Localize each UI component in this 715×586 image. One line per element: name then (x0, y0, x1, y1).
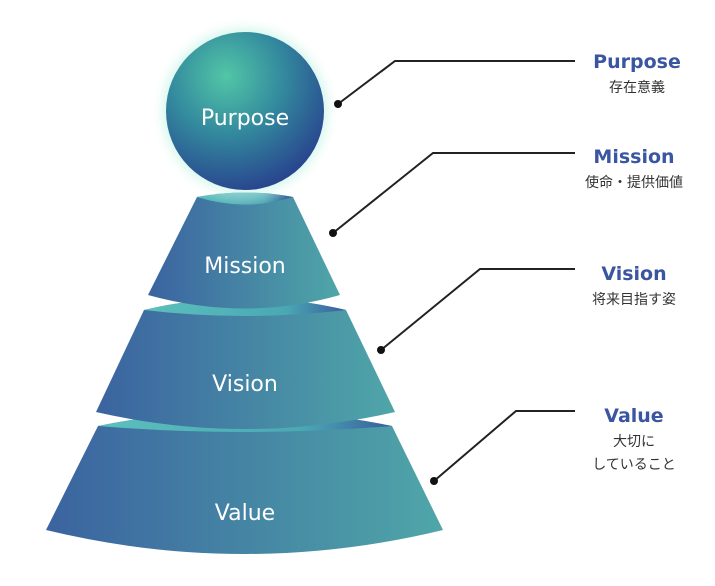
purpose-label-jp: 存在意義 (609, 79, 665, 96)
purpose-leader-line (337, 60, 575, 105)
vision-label-jp: 将来目指す姿 (592, 292, 676, 308)
vision-tier: Vision (96, 298, 395, 429)
leader-dots (329, 100, 438, 485)
purpose-label: Purpose 存在意義 (593, 51, 681, 96)
value-tier-label: Value (215, 501, 275, 526)
value-label-jp-line1: 大切に (613, 434, 655, 450)
mission-leader-line (332, 152, 575, 234)
mission-label-en: Mission (593, 146, 674, 168)
vision-leader-line (380, 268, 575, 351)
value-label-en: Value (604, 405, 663, 427)
value-leader-line (433, 410, 575, 482)
value-label: Value 大切に していること (592, 405, 676, 473)
vision-label-en: Vision (601, 263, 666, 285)
mission-leader-dot (329, 229, 337, 237)
purpose-sphere-label: Purpose (201, 106, 289, 131)
purpose-sphere (166, 32, 324, 190)
mission-tier-body (148, 192, 340, 309)
vision-label: Vision 将来目指す姿 (592, 263, 676, 308)
value-tier: Value (46, 411, 443, 554)
mission-tier: Mission (148, 192, 340, 309)
leader-lines (332, 60, 575, 482)
vision-tier-body (96, 298, 395, 429)
value-leader-dot (430, 477, 438, 485)
value-label-jp-line2: していること (592, 457, 676, 473)
purpose-label-en: Purpose (593, 51, 681, 73)
mission-label: Mission 使命・提供価値 (585, 146, 683, 191)
vision-leader-dot (377, 346, 385, 354)
purpose-leader-dot (334, 100, 342, 108)
mission-label-jp: 使命・提供価値 (585, 174, 683, 191)
value-tier-body (46, 411, 443, 554)
vision-tier-label: Vision (212, 372, 278, 397)
mission-tier-label: Mission (204, 254, 286, 279)
purpose-sphere-group: Purpose (150, 16, 340, 206)
